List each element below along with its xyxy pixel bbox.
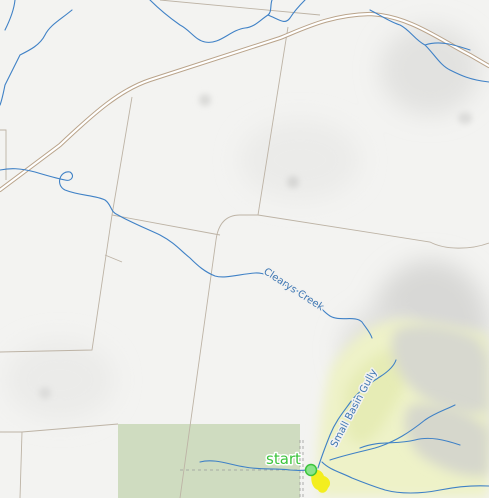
vegetation-area	[317, 319, 489, 498]
tracks	[180, 440, 304, 498]
start-marker-icon[interactable]	[304, 463, 318, 477]
start-label: start	[266, 450, 301, 468]
highlight-area	[311, 469, 331, 493]
road	[0, 11, 489, 193]
